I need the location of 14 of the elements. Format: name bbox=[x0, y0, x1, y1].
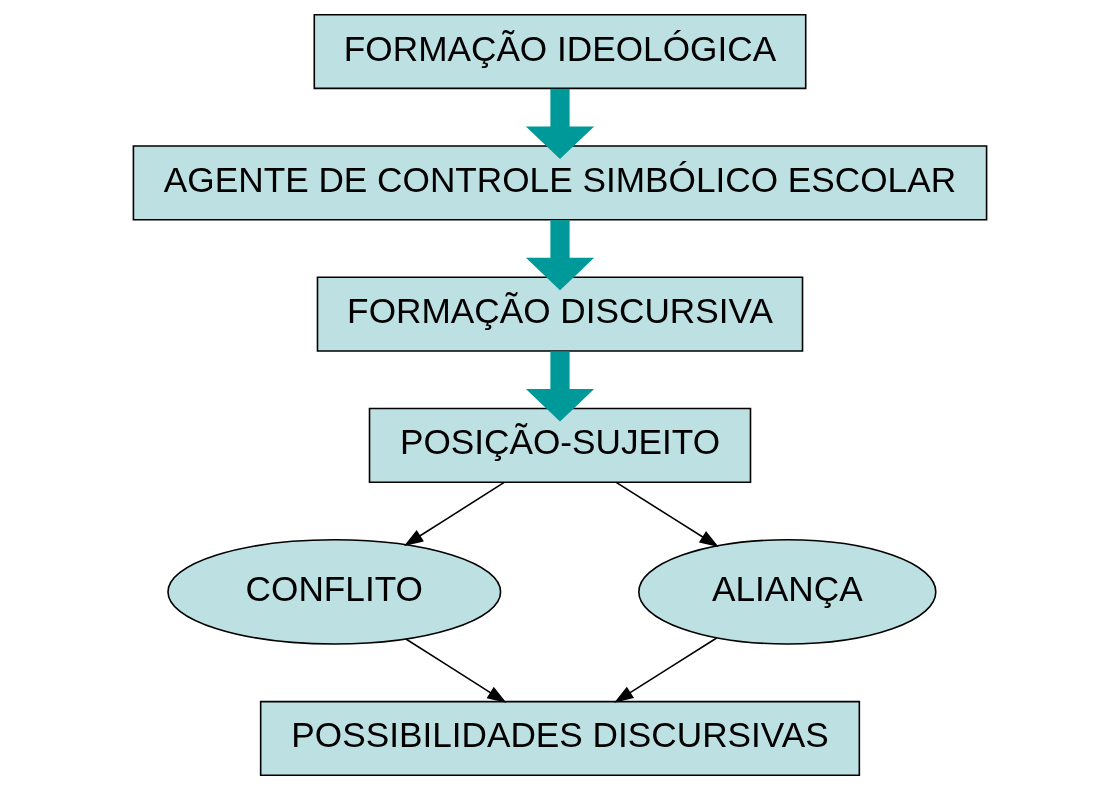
arrow bbox=[405, 638, 506, 703]
arrow bbox=[403, 481, 505, 546]
node-box: FORMAÇÃO IDEOLÓGICA bbox=[313, 13, 806, 90]
node-box: AGENTE DE CONTROLE SIMBÓLICO ESCOLAR bbox=[132, 145, 987, 221]
node-box: FORMAÇÃO DISCURSIVA bbox=[316, 276, 803, 352]
node-ellipse: CONFLITO bbox=[166, 539, 501, 645]
node-box: POSSIBILIDADES DISCURSIVAS bbox=[259, 700, 860, 776]
arrow bbox=[613, 637, 717, 703]
arrow bbox=[525, 220, 594, 291]
arrow bbox=[525, 351, 594, 422]
arrow bbox=[614, 481, 719, 548]
node-ellipse: ALIANÇA bbox=[637, 539, 937, 645]
node-box: POSIÇÃO-SUJEITO bbox=[368, 407, 751, 483]
arrow bbox=[525, 88, 594, 160]
